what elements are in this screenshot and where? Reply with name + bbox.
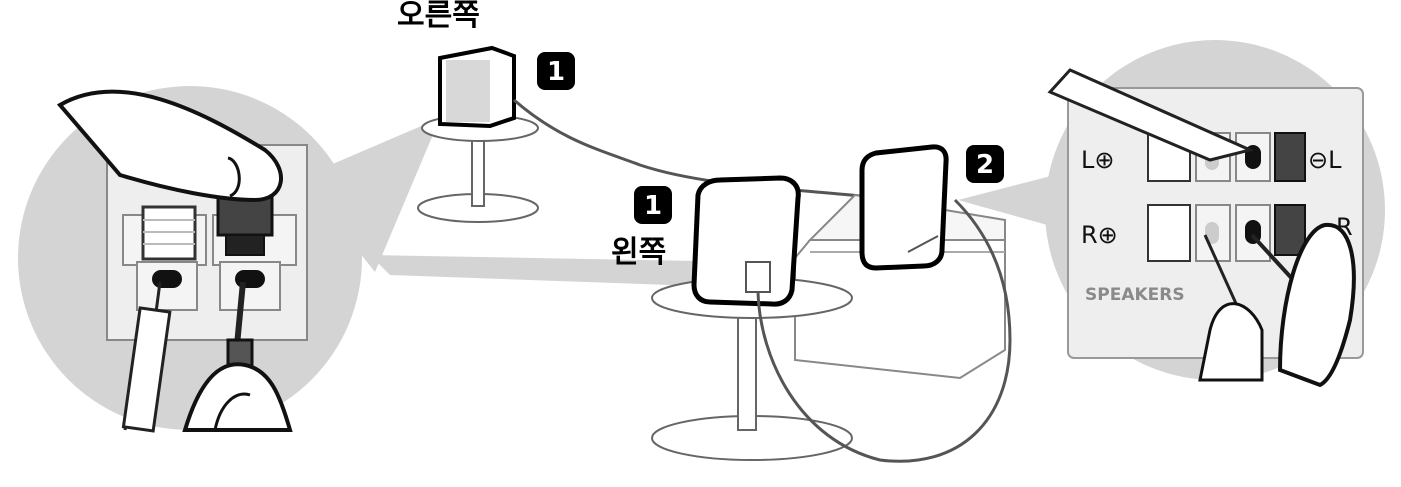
finger-icon bbox=[56, 89, 283, 203]
svg-text:2: 2 bbox=[976, 150, 994, 180]
left-speaker-cable bbox=[756, 198, 1012, 463]
right-speaker-label: 오른쪽 bbox=[397, 0, 480, 33]
l-minus-label: ⊖L bbox=[1308, 146, 1342, 174]
left-black-wire bbox=[234, 281, 246, 346]
right-zoom-pointer bbox=[958, 175, 1058, 228]
right-speaker-cable bbox=[513, 98, 861, 198]
hand-icon bbox=[182, 362, 293, 432]
left-speaker-label: 왼쪽 bbox=[611, 235, 666, 270]
r-hand-icon bbox=[1277, 222, 1356, 388]
svg-text:1: 1 bbox=[644, 191, 662, 221]
right-zoom-callout: L⊕ ⊖L R⊕ R SPEAKERS bbox=[958, 40, 1385, 388]
right-speaker-grille bbox=[446, 60, 490, 122]
left-zoom-pointer-to-left-speaker bbox=[370, 255, 755, 288]
left-white-socket-hole bbox=[152, 270, 182, 288]
speakers-panel-label: SPEAKERS bbox=[1085, 285, 1185, 305]
left-speaker-group: 왼쪽 bbox=[611, 175, 853, 461]
left-speaker-jack bbox=[745, 261, 771, 293]
l-plus-label: L⊕ bbox=[1081, 146, 1114, 174]
left-zoom-pointer-to-right-speaker bbox=[300, 118, 440, 272]
step-badge-left-speaker: 1 bbox=[634, 186, 672, 224]
right-speaker-group: 오른쪽 bbox=[397, 0, 539, 223]
step-badge-right-speaker: 1 bbox=[537, 52, 575, 90]
r-white-terminal[interactable] bbox=[1147, 204, 1191, 262]
left-zoom-callout: ⊕ bbox=[18, 86, 755, 433]
receiver-speaker[interactable] bbox=[859, 144, 949, 271]
r-black-terminal[interactable] bbox=[1274, 204, 1306, 256]
r-plus-label: R⊕ bbox=[1081, 221, 1118, 249]
svg-text:1: 1 bbox=[547, 57, 565, 87]
step-badge-receiver: 2 bbox=[966, 145, 1004, 183]
left-speaker-box[interactable] bbox=[691, 175, 801, 307]
l-black-terminal[interactable] bbox=[1274, 132, 1306, 182]
left-black-socket-hole bbox=[235, 270, 265, 288]
